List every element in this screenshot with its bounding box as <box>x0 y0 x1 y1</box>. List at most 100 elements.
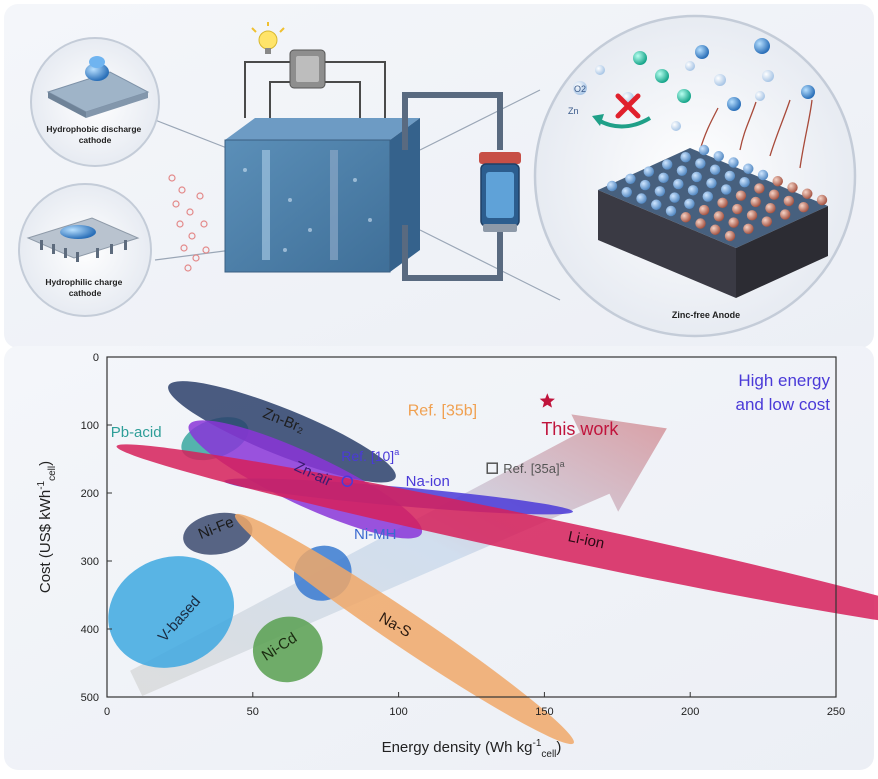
charge-circuit-wire <box>402 225 503 281</box>
oxygen-bubbles-icon <box>168 174 210 272</box>
charge-cathode-inset: Hydrophilic charge cathode <box>18 183 152 317</box>
anode-bump <box>662 159 673 170</box>
anode-bump <box>706 177 717 189</box>
anode-bump <box>676 165 688 176</box>
region-na-s <box>234 513 574 745</box>
anode-bump <box>695 218 706 229</box>
y-tick-label: 500 <box>81 692 99 704</box>
anode-bump <box>717 197 728 209</box>
anode-bump <box>724 170 736 182</box>
anode-bump <box>691 171 702 183</box>
anode-bump <box>709 164 721 175</box>
annotation-line: High energy <box>738 371 830 390</box>
anode-bump <box>651 199 662 210</box>
anode-bump <box>761 216 772 227</box>
anode-bump <box>698 204 710 216</box>
anode-bump <box>687 185 699 196</box>
schematic: Hydrophobic discharge cathode Hydrophili… <box>18 14 857 338</box>
anode-bump <box>621 187 632 198</box>
anode-bump <box>665 205 677 217</box>
anode-bump <box>787 182 798 193</box>
charge-cathode-label: Hydrophilic charge cathode <box>45 277 124 298</box>
anode-bump <box>721 184 732 195</box>
annotation-line: and low cost <box>736 395 831 414</box>
anode-bump <box>639 179 651 191</box>
x-tick-label: 50 <box>247 706 259 718</box>
region-label: Na-ion <box>406 473 450 490</box>
anode-bump <box>743 163 754 174</box>
anode-inset: O2 Zn Zinc-free Anode <box>533 14 857 338</box>
anode-bump <box>772 176 783 187</box>
region-ni-cd <box>252 616 323 683</box>
anode-bump <box>735 190 747 201</box>
anode-bump <box>684 198 695 209</box>
y-tick-label: 200 <box>81 488 99 500</box>
chart-regions <box>108 381 878 745</box>
discharge-cathode-inset: Hydrophobic discharge cathode <box>30 37 160 167</box>
anode-bump <box>680 212 691 223</box>
anode-bump <box>750 196 761 208</box>
anode-bump <box>606 180 618 192</box>
anode-bump <box>669 192 680 203</box>
discharge-cathode-label: Hydrophobic discharge cathode <box>46 124 143 145</box>
connector-line <box>419 89 541 151</box>
region-ni-fe <box>183 512 253 555</box>
anode-bump <box>695 158 706 169</box>
anode-bump <box>636 193 647 204</box>
anode-bump <box>680 152 691 163</box>
region-li-ion <box>116 444 878 631</box>
charge-circuit-wire <box>402 92 503 150</box>
y-tick-label: 100 <box>81 420 99 432</box>
region-label: Ni-MH <box>354 526 397 543</box>
external-circuit <box>244 61 386 118</box>
x-tick-label: 100 <box>389 706 407 718</box>
charger-battery-icon <box>479 152 521 232</box>
ref-square-marker <box>486 462 498 474</box>
anode-bump <box>713 151 724 162</box>
anode-bump <box>802 188 813 199</box>
x-tick-label: 250 <box>827 706 845 718</box>
anode-bump <box>765 202 776 214</box>
anode-bump <box>783 195 795 207</box>
anode-bump <box>746 210 758 221</box>
blocked-x-icon <box>615 93 641 119</box>
anode-bump <box>728 217 739 228</box>
y-tick-label: 300 <box>81 556 99 568</box>
anode-bump <box>673 178 684 190</box>
deflect-arrow-icon <box>597 116 652 129</box>
ion-label: O2 <box>574 84 586 94</box>
plot-frame <box>106 356 837 698</box>
y-tick-label: 0 <box>93 352 99 364</box>
anode-bump <box>754 183 765 194</box>
anode-bump <box>757 169 769 181</box>
anode-bump <box>710 224 721 235</box>
water-droplet-icon <box>85 63 109 81</box>
anode-bump <box>768 189 780 200</box>
point-label: This work <box>541 419 619 439</box>
anode-bump <box>780 209 791 220</box>
x-tick-label: 200 <box>681 706 699 718</box>
this-work-star-marker <box>539 393 555 408</box>
lightbulb-icon <box>251 22 285 54</box>
anode-label: Zinc-free Anode <box>672 310 740 320</box>
ref-circle-marker <box>341 475 354 487</box>
anode-bump <box>702 191 713 202</box>
x-axis-label: Energy density (Wh kg-1cell) <box>382 738 562 760</box>
water-film-icon <box>60 225 96 239</box>
anode-bump <box>713 211 725 222</box>
anode-bump <box>728 157 739 168</box>
anode-bump <box>798 202 809 213</box>
region-label: Pb-acid <box>111 424 162 441</box>
region-zn-br2 <box>168 381 396 483</box>
anode-bump <box>743 223 754 234</box>
anode-bump <box>698 144 710 156</box>
anode-bump <box>739 177 750 188</box>
anode-bump <box>816 194 828 206</box>
anode-bump <box>643 166 654 177</box>
anode-bump <box>732 203 743 215</box>
point-label: Ref. [35a]a <box>503 459 564 476</box>
